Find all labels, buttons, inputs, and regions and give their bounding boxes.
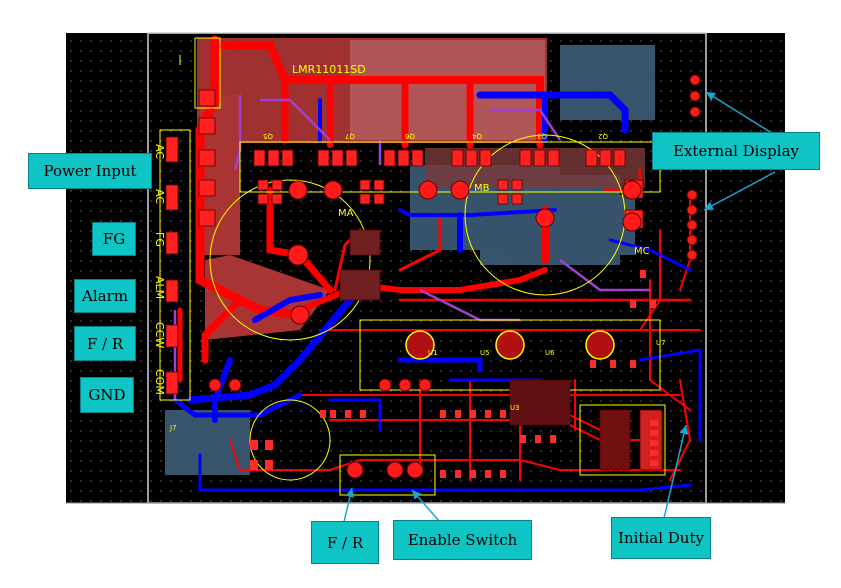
u3-label: U3 [510,404,520,412]
connector-fg-label: FG [153,232,166,247]
q3-label: Q3 [537,132,547,140]
connector-com-label: COM [153,369,166,395]
callout-enable-switch: Enable Switch [393,520,532,560]
through-hole-pads [208,74,701,479]
u1-label: U1 [428,349,438,357]
callout-alarm: Alarm [74,279,136,313]
callout-fr-bottom: F / R [311,521,379,564]
callout-fg: FG [92,222,136,256]
callout-external-display: External Display [652,132,820,170]
callout-gnd: GND [80,377,134,413]
callout-fr-left: F / R [74,326,136,361]
q6-label: Q6 [404,132,415,140]
component-pads [165,89,663,471]
motor-phase-mb-label: MB [474,183,490,194]
motor-phase-ma-label: MA [338,208,354,219]
u5-label: U5 [480,349,490,357]
motor-phase-mc-label: MC [634,246,650,257]
q4-label: Q4 [471,132,482,140]
callout-initial-duty: Initial Duty [611,517,711,559]
u6-label: U6 [545,349,555,357]
q7-label: Q7 [345,132,355,140]
connector-ac2-label: AC [153,189,166,204]
connector-alm-label: ALM [153,276,166,299]
part-number-label: LMR11011SD [292,63,366,76]
connector-ccw-label: CCW [153,322,166,348]
q2-label: Q2 [598,132,608,140]
regulator-bodies [405,330,615,360]
j7-label: J7 [169,424,177,432]
callout-power-input: Power Input [28,153,152,189]
connector-ac1-label: AC [153,144,166,159]
q5-label: Q5 [263,132,273,140]
smd-pads [250,270,658,478]
u7-label: U7 [656,339,666,347]
